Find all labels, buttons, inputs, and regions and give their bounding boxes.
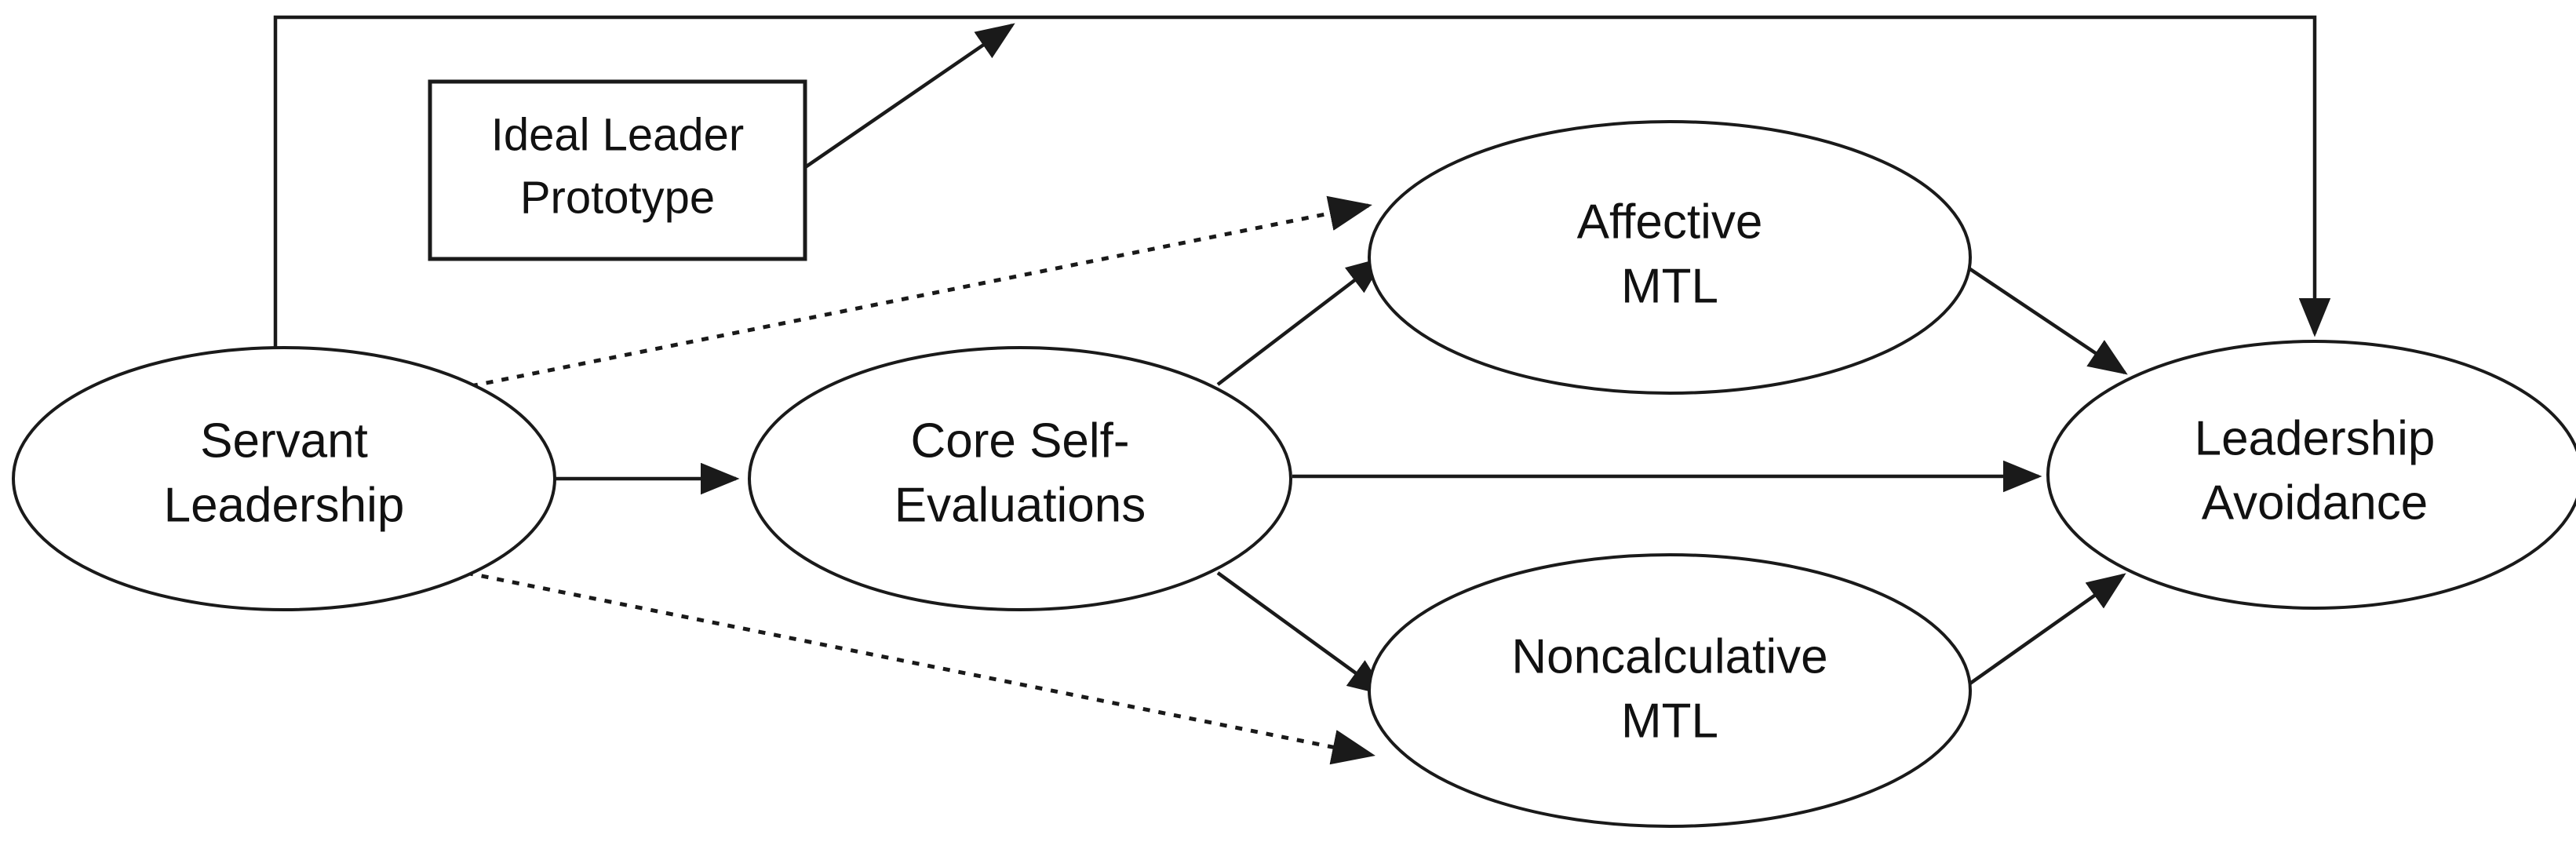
node-servant-leadership-ellipse[interactable] [12,346,556,611]
node-layer: Servant Leadership Core Self- Evaluation… [12,79,2576,828]
node-leadership-avoidance-ellipse[interactable] [2046,340,2576,610]
node-affective-mtl-label-line2: MTL [1621,259,1718,313]
edge-servant-leadership-to-leadership-avoidance [273,15,2331,351]
node-affective-mtl-ellipse[interactable] [1368,120,1972,395]
node-core-self-evaluations-ellipse[interactable] [748,346,1292,611]
edge-servant-leadership-to-affective-mtl [470,195,1372,388]
node-ideal-leader-prototype[interactable]: Ideal Leader Prototype [428,79,807,261]
node-noncalculative-mtl-label-line1: Noncalculative [1511,629,1827,683]
node-core-self-evaluations-label-line2: Evaluations [894,478,1146,532]
node-affective-mtl-label-line1: Affective [1577,195,1763,249]
node-servant-leadership-label-line1: Servant [200,414,368,468]
node-servant-leadership-label-line2: Leadership [164,478,405,532]
node-core-self-evaluations[interactable]: Core Self- Evaluations [748,346,1292,611]
edge-core-self-evaluations-to-noncalculative-mtl [1216,571,1387,696]
node-noncalculative-mtl-label-line2: MTL [1621,694,1718,748]
node-leadership-avoidance-label-line1: Leadership [2195,411,2436,465]
node-ideal-leader-prototype-label-line2: Prototype [520,172,715,223]
edge-affective-mtl-to-leadership-avoidance [1957,260,2128,375]
edge-noncalculative-mtl-to-leadership-avoidance [1958,573,2126,692]
edge-ideal-leader-prototype-moderator [800,23,1015,171]
edge-core-self-evaluations-to-affective-mtl [1216,257,1386,386]
node-leadership-avoidance[interactable]: Leadership Avoidance [2046,340,2576,610]
node-ideal-leader-prototype-label-line1: Ideal Leader [491,109,744,160]
node-affective-mtl[interactable]: Affective MTL [1368,120,1972,395]
node-core-self-evaluations-label-line1: Core Self- [910,414,1129,468]
node-ideal-leader-prototype-rect[interactable] [428,79,807,261]
edge-layer [273,15,2331,765]
node-noncalculative-mtl-ellipse[interactable] [1368,553,1972,828]
edge-servant-leadership-to-noncalculative-mtl [465,570,1375,765]
node-noncalculative-mtl[interactable]: Noncalculative MTL [1368,553,1972,828]
node-leadership-avoidance-label-line2: Avoidance [2202,476,2428,530]
node-servant-leadership[interactable]: Servant Leadership [12,346,556,611]
